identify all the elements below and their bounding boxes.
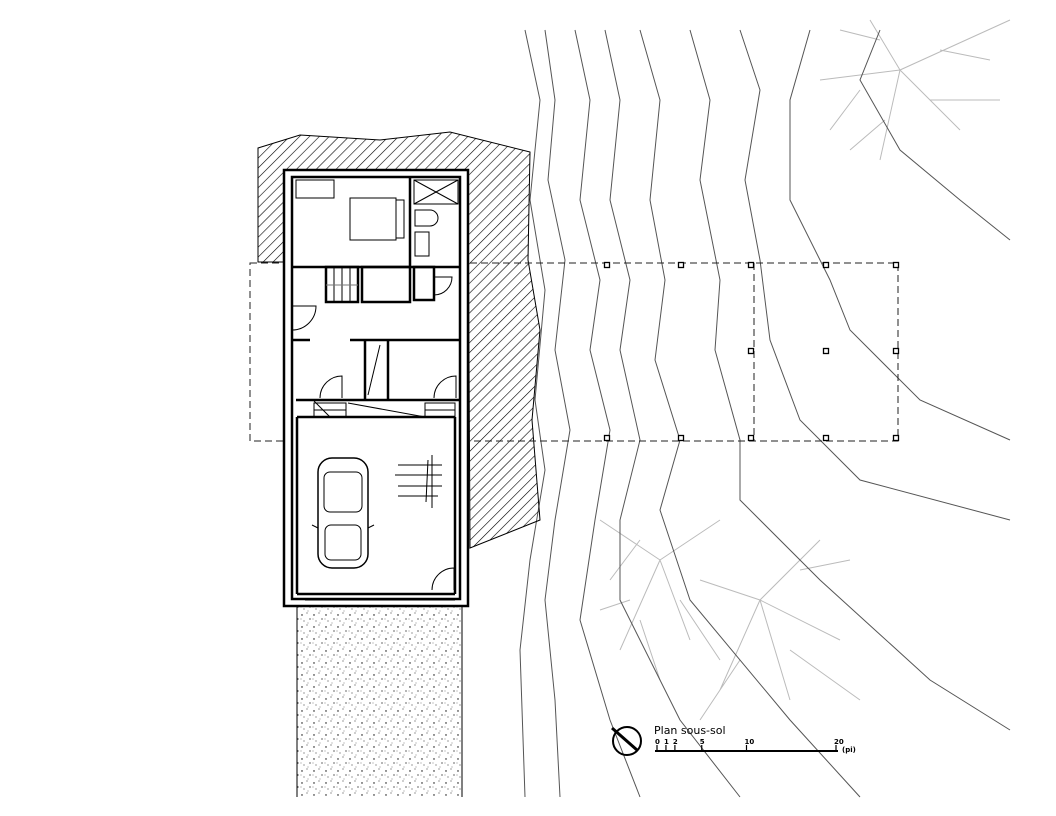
furniture <box>295 179 459 257</box>
column-marker <box>892 347 900 355</box>
column-marker <box>822 434 830 442</box>
scale-tick-label: 10 <box>745 738 755 746</box>
scale-tick-label: 2 <box>673 738 678 746</box>
column-marker <box>747 261 755 269</box>
stairs <box>313 267 456 418</box>
column-marker <box>747 347 755 355</box>
bicycles <box>395 455 442 508</box>
topographic-contours <box>519 29 1011 798</box>
scale-tick-label: 0 <box>655 738 660 746</box>
column-marker <box>892 434 900 442</box>
scale-unit: (pi) <box>842 746 856 754</box>
column-marker <box>747 434 755 442</box>
scale-tick-label: 20 <box>834 738 844 746</box>
scale-tick-label: 5 <box>700 738 705 746</box>
column-marker <box>603 261 611 269</box>
car <box>311 457 375 569</box>
plan-title: Plan sous-sol <box>654 724 726 737</box>
columns <box>603 261 900 442</box>
column-marker <box>677 261 685 269</box>
building-walls <box>282 168 470 608</box>
north-arrow-icon <box>611 726 642 756</box>
tree-canopy-bottom <box>599 519 861 721</box>
column-marker <box>892 261 900 269</box>
column-marker <box>603 434 611 442</box>
column-marker <box>822 261 830 269</box>
scale-tick-label: 1 <box>664 738 669 746</box>
tree-canopy-top <box>819 19 1011 161</box>
gravel-driveway <box>297 607 462 797</box>
column-marker <box>822 347 830 355</box>
doors <box>291 276 457 591</box>
column-marker <box>677 434 685 442</box>
